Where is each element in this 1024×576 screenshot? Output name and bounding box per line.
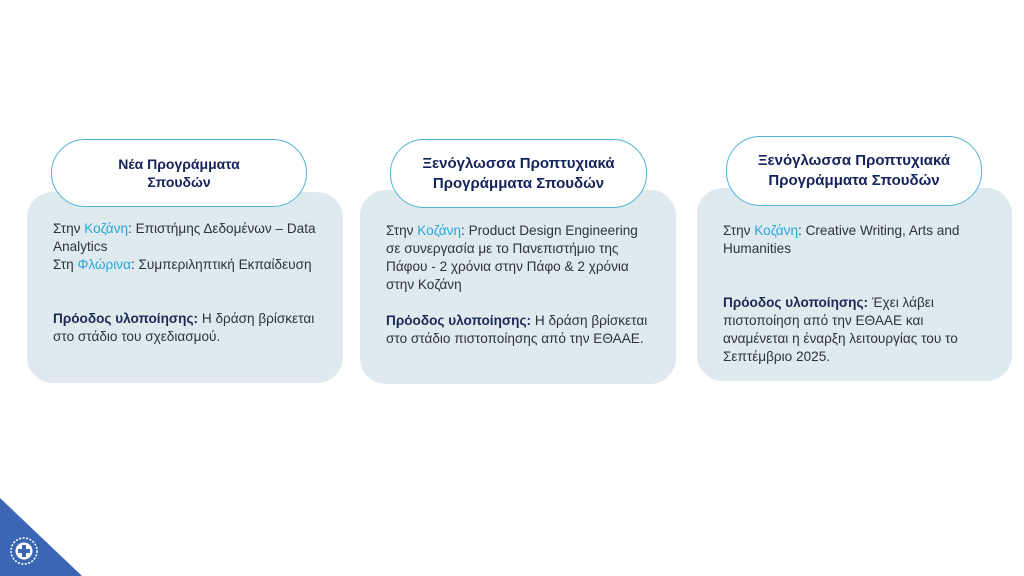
card-line: Στην Κοζάνη: Creative Writing, Arts and … — [723, 223, 960, 256]
progress-text: Πρόοδος υλοποίησης: Έχει λάβει πιστοποίη… — [723, 295, 958, 364]
card-title: Νέα Προγράμματα Σπουδών — [118, 156, 240, 190]
progress-text: Πρόοδος υλοποίησης: Η δράση βρίσκεται στ… — [53, 311, 315, 344]
card-foreign-programs-1: Στην Κοζάνη: Product Design Engineering … — [360, 190, 676, 384]
card-title: Ξενόγλωσσα Προπτυχιακά Προγράμματα Σπουδ… — [757, 152, 951, 189]
greek-emblem-icon — [10, 537, 38, 565]
card-title-pill: Ξενόγλωσσα Προπτυχιακά Προγράμματα Σπουδ… — [390, 139, 647, 208]
card-line: Στην Κοζάνη: Product Design Engineering … — [386, 223, 638, 292]
card-new-programs: Στην Κοζάνη: Επιστήμης Δεδομένων – Data … — [27, 192, 343, 383]
card-title: Ξενόγλωσσα Προπτυχιακά Προγράμματα Σπουδ… — [422, 154, 615, 192]
card-line: Στη Φλώρινα: Συμπεριληπτική Εκπαίδευση — [53, 257, 312, 272]
corner-triangle — [0, 498, 82, 576]
progress-text: Πρόοδος υλοποίησης: Η δράση βρίσκεται στ… — [386, 313, 648, 346]
card-line: Στην Κοζάνη: Επιστήμης Δεδομένων – Data … — [53, 221, 316, 254]
card-foreign-programs-2: Στην Κοζάνη: Creative Writing, Arts and … — [697, 188, 1012, 381]
card-title-pill: Ξενόγλωσσα Προπτυχιακά Προγράμματα Σπουδ… — [726, 136, 982, 206]
card-title-pill: Νέα Προγράμματα Σπουδών — [51, 139, 307, 207]
